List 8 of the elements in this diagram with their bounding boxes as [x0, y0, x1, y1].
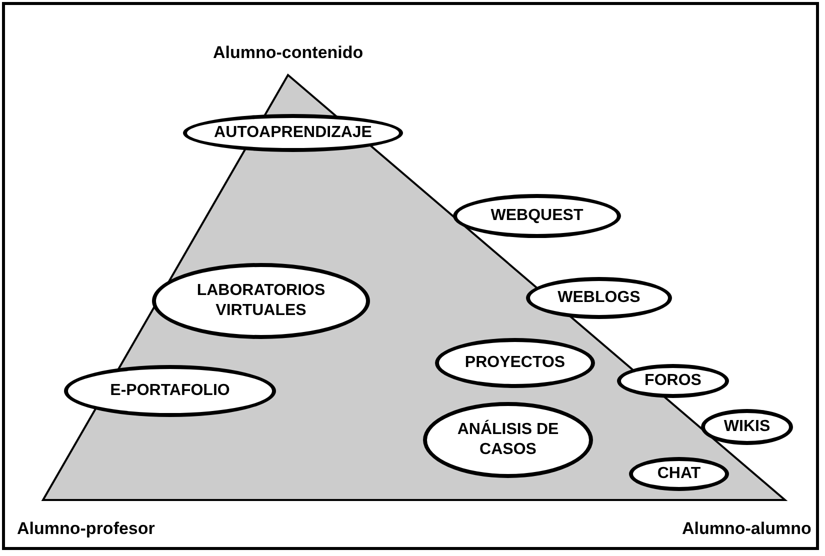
corner-label: Alumno-alumno — [682, 519, 812, 539]
category-oval: WEBLOGS — [526, 277, 672, 319]
corner-label: Alumno-profesor — [17, 519, 155, 539]
category-oval: AUTOAPRENDIZAJE — [183, 114, 403, 152]
corner-label: Alumno-contenido — [213, 43, 364, 63]
category-oval: FOROS — [617, 364, 729, 398]
category-oval: WEBQUEST — [453, 194, 621, 238]
category-oval: WIKIS — [701, 409, 793, 445]
